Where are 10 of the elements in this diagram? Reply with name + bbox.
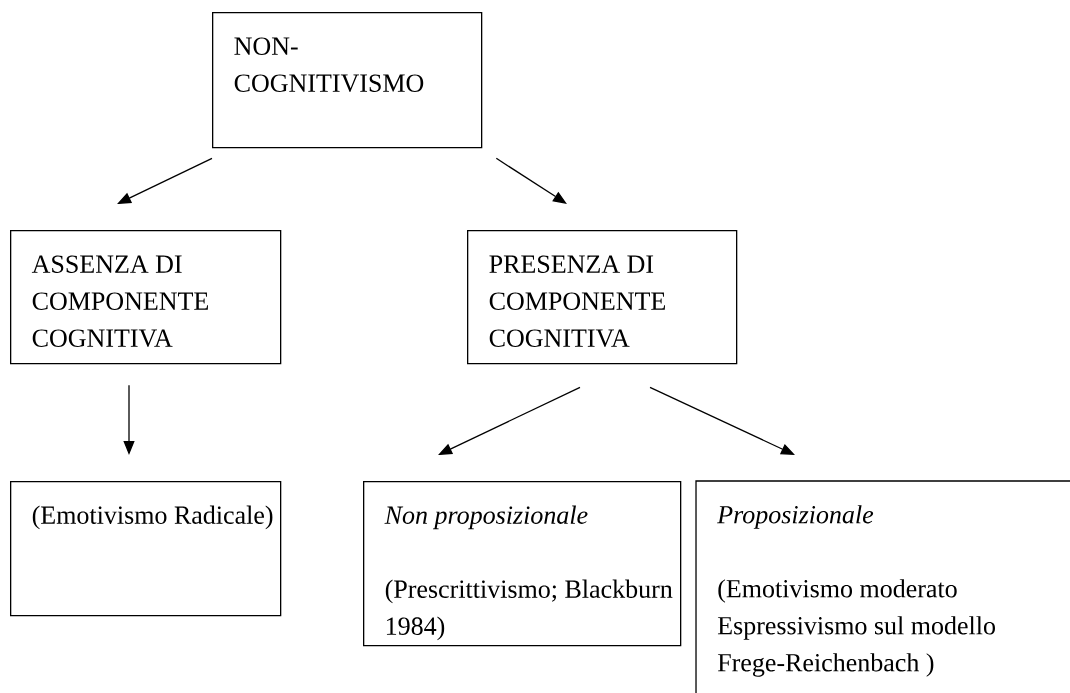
concept-box: NON- COGNITIVISMO xyxy=(212,12,483,149)
arrow xyxy=(495,157,567,204)
concept-box: (Emotivismo Radicale) xyxy=(10,481,282,617)
arrow xyxy=(117,157,213,204)
concept-box: PRESENZA DI COMPONENTE COGNITIVA xyxy=(467,230,738,365)
concept-box: Proposizionale (Emotivismo moderato Espressivismo sul modello Frege-Reichenbach ) xyxy=(695,480,1070,693)
concept-box: ASSENZA DI COMPONENTE COGNITIVA xyxy=(10,230,282,365)
arrow xyxy=(649,386,795,455)
arrow xyxy=(438,386,581,455)
concept-box: Non proposizionale (Prescrittivismo; Blackburn 1984) xyxy=(363,481,682,647)
